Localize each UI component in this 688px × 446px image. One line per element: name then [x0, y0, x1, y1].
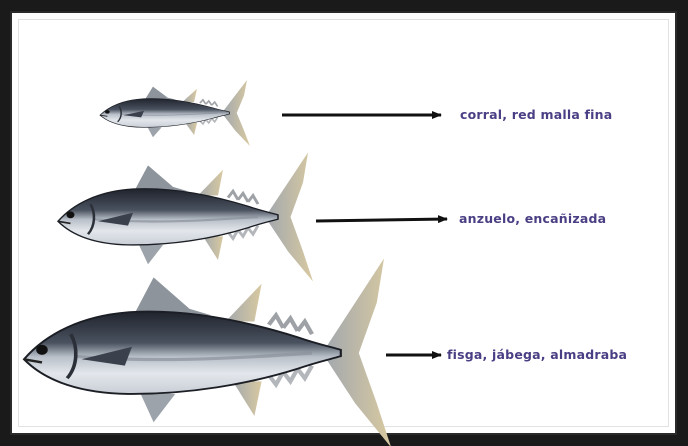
label-row-2: anzuelo, encañizada: [459, 211, 606, 226]
fish-medium: [58, 153, 313, 282]
label-row-3: fisga, jábega, almadraba: [447, 347, 627, 362]
fish-large: [24, 259, 391, 446]
label-row-1: corral, red malla fina: [460, 107, 612, 122]
tuna-fish-icon: [100, 80, 250, 146]
tuna-fish-icon: [24, 259, 391, 446]
tuna-fish-icon: [58, 153, 313, 282]
fish-small: [100, 80, 250, 146]
arrow-row-2: [316, 219, 447, 221]
